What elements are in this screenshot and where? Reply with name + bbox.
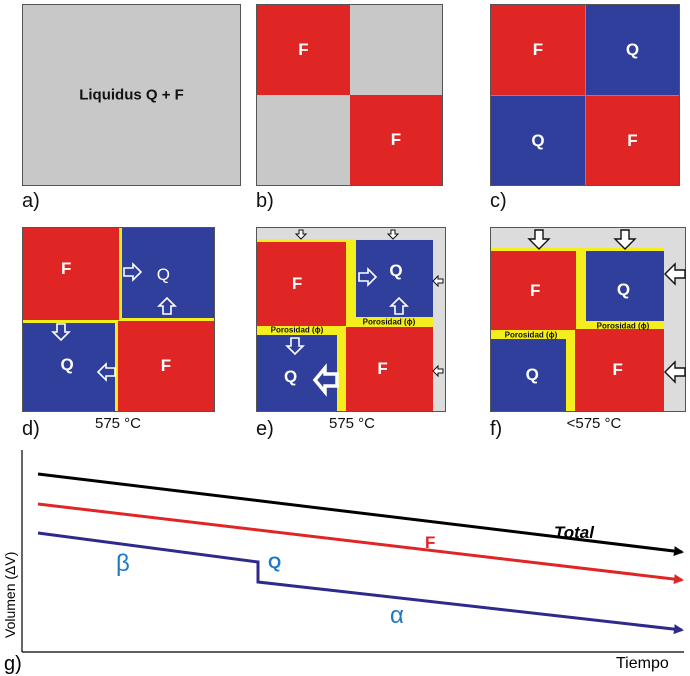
panel-f-temperature: <575 °C (566, 415, 622, 432)
y-axis-label: Volumen (ΔV) (2, 552, 18, 638)
panel-d-f-cell-1: F (23, 228, 119, 320)
cell-label: Q (389, 260, 403, 280)
panel-e-f-cell-1: F (257, 242, 346, 326)
panel-f-f-cell-1: F (491, 251, 576, 330)
cell-label: F (529, 280, 541, 300)
cell-label: F (298, 40, 309, 59)
arrow-up-icon (157, 296, 177, 315)
panel-e-q-cell-1: Q (356, 240, 433, 317)
q-line (37, 531, 684, 635)
cell-label: Q (625, 40, 640, 59)
panel-g-label: g) (4, 653, 22, 675)
cell-label: F (160, 356, 172, 375)
porosity-label: Porosidad (ϕ) (362, 317, 416, 327)
porosity-label: Porosidad (ϕ) (596, 321, 650, 331)
panel-f-arrows (527, 229, 686, 384)
panel-b-f-cell-2: F (350, 95, 442, 185)
porosity-label: Porosidad (ϕ) (504, 330, 558, 340)
arrow-up-icon (389, 296, 409, 315)
panel-f-label: f) (490, 418, 503, 440)
panel-d-f-cell-2: F (118, 321, 214, 411)
panel-b-label: b) (256, 190, 274, 212)
panel-c-q-cell-2: Q (491, 96, 585, 185)
panel-c-f-cell-2: F (586, 96, 679, 185)
porosity-label: Porosidad (ϕ) (270, 325, 324, 335)
f-line (37, 502, 684, 585)
arrow-right-icon (123, 262, 143, 282)
cell-label: Q (60, 355, 74, 375)
arrow-left-icon (664, 262, 686, 286)
cell-label: F (390, 130, 402, 149)
arrow-down-icon (527, 229, 551, 250)
panel-f-f-cell-2: F (575, 329, 664, 411)
cell-label: Q (525, 365, 539, 384)
cell-label: Q (531, 130, 545, 150)
panel-e-temperature: 575 °C (328, 415, 376, 432)
arrow-left-icon (432, 364, 444, 378)
cell-label: F (377, 359, 388, 378)
panel-f-box: F Q Q F Porosidad (ϕ) Porosidad (ϕ) (490, 227, 686, 412)
cell-label: F (532, 40, 544, 59)
arrow-left-icon (312, 363, 339, 397)
panel-a-label: a) (22, 190, 40, 212)
arrow-left-icon (96, 362, 116, 382)
panel-c-q-cell-1: Q (586, 5, 679, 95)
panel-d-temperature: 575 °C (94, 415, 142, 432)
panel-a-box: Liquidus Q + F (22, 4, 241, 186)
arrow-left-icon (432, 274, 444, 288)
panel-c-f-cell-1: F (491, 5, 585, 95)
f-label: F (425, 533, 435, 552)
panel-f-q-cell-2: Q (491, 339, 566, 411)
cell-label: F (291, 274, 303, 293)
arrow-right-icon (358, 267, 378, 287)
panel-g-graph: Total F Q β α Volumen (ΔV) Tiempo g) (2, 450, 684, 675)
cell-label: Q (616, 279, 631, 299)
arrow-down-icon (386, 229, 400, 240)
panel-d-q-cell-1: Q (122, 228, 214, 318)
panel-c-label: c) (490, 190, 507, 212)
panel-f-q-cell-1: Q (586, 251, 664, 321)
total-label: Total (554, 523, 595, 542)
panel-d-box: F Q Q F (22, 227, 215, 412)
cell-label: F (60, 259, 72, 279)
cell-label: F (612, 360, 623, 379)
panel-d-label: d) (22, 418, 40, 440)
beta-label: β (116, 550, 130, 577)
panel-e-arrows (285, 229, 444, 397)
panel-b-f-cell-1: F (257, 5, 350, 95)
arrow-down-icon (285, 337, 305, 356)
alpha-label: α (390, 602, 404, 629)
panel-a-text: Liquidus Q + F (79, 86, 184, 104)
panel-d-arrows (51, 262, 177, 382)
arrow-down-icon (294, 229, 308, 240)
q-label: Q (268, 553, 281, 572)
cell-label: Q (156, 264, 171, 284)
panel-e-f-cell-2: F (346, 327, 433, 411)
panel-b-box: F F (256, 4, 443, 186)
arrow-left-icon (664, 360, 686, 384)
panel-c-box: F Q Q F (490, 4, 680, 186)
cell-label: Q (283, 366, 298, 386)
total-line (37, 472, 684, 557)
arrow-down-icon (51, 323, 71, 342)
cell-label: F (627, 130, 638, 150)
arrow-down-icon (613, 229, 637, 250)
panel-e-label: e) (256, 418, 274, 440)
x-axis-label: Tiempo (616, 655, 669, 672)
panel-d-q-cell-2: Q (23, 323, 115, 411)
panel-e-box: F Q Q F Porosidad (ϕ) Porosidad (ϕ) (256, 227, 446, 412)
